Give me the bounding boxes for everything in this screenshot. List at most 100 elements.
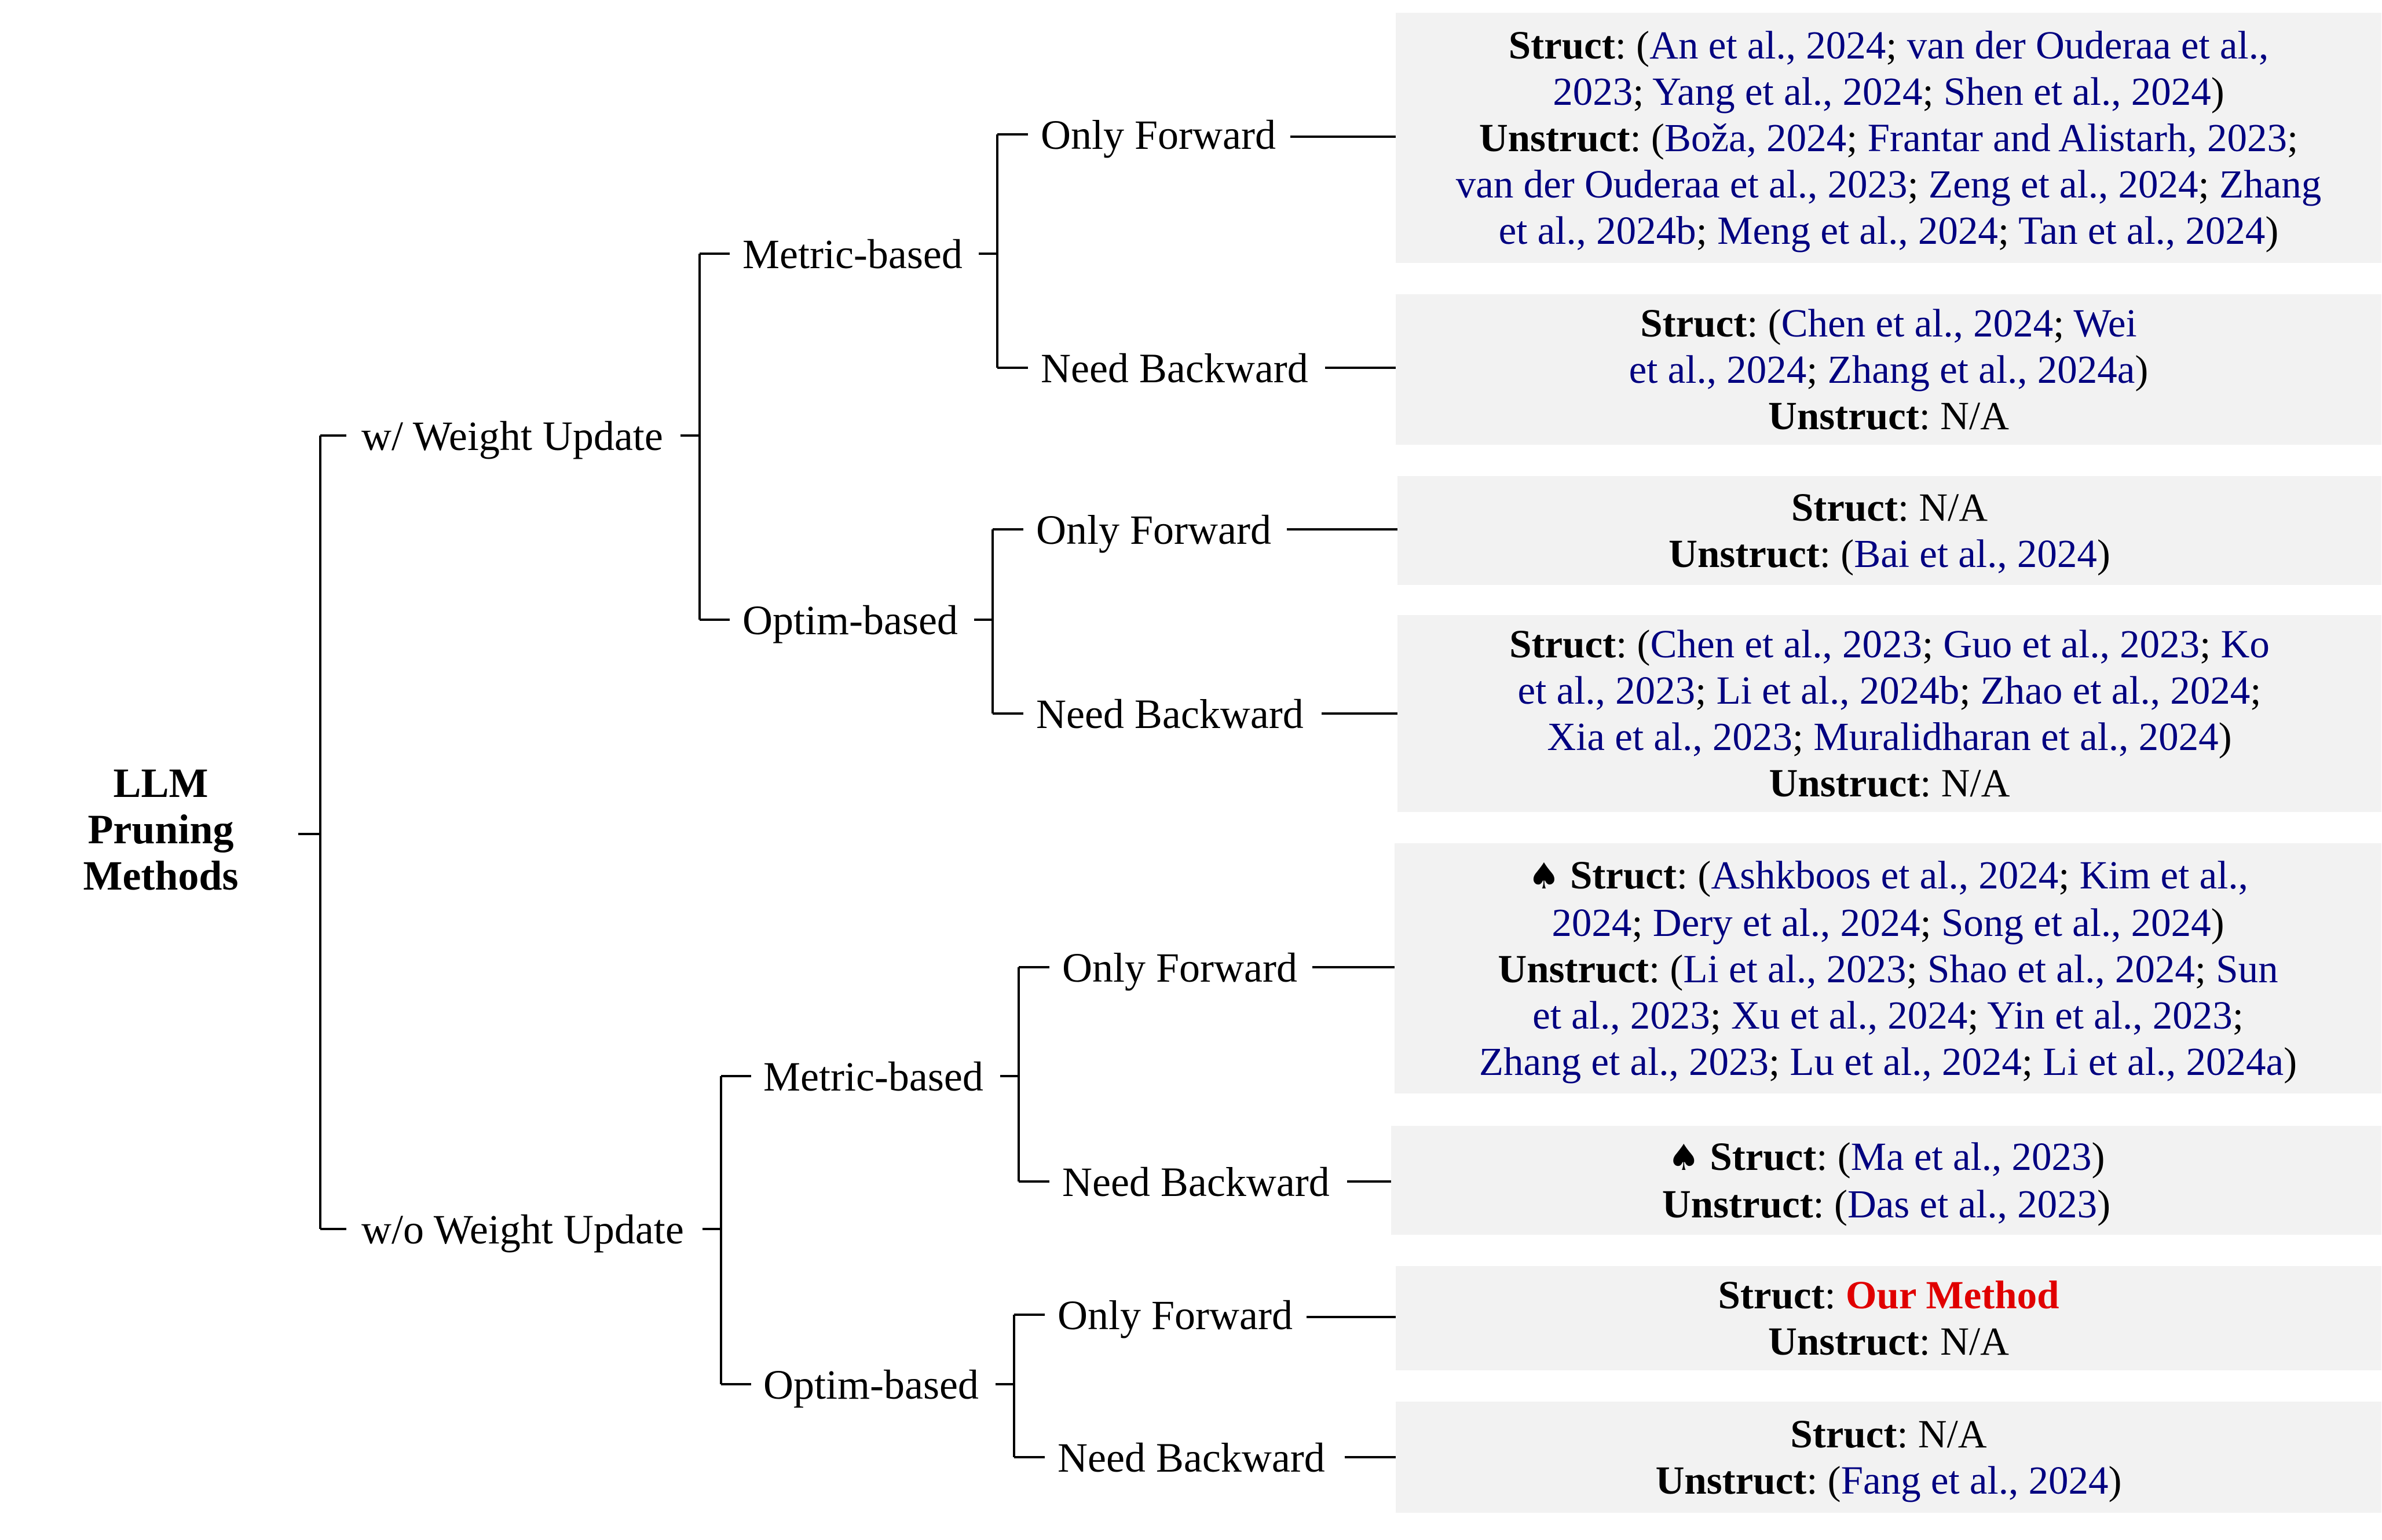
citation-link[interactable]: Yang et al., 2024 [1652,69,1923,114]
node-only-forward: Only Forward [1036,507,1271,553]
citation-link[interactable]: Tan et al., 2024 [2018,208,2266,253]
citation-link[interactable]: Ma et al., 2023 [1850,1135,2092,1179]
node-need-backward: Need Backward [1036,691,1304,737]
separator-text: : N/A [1919,394,2009,438]
root-line: LLM [113,760,208,806]
citation-link[interactable]: Dery et al., 2024 [1652,901,1920,945]
citation-link[interactable]: Meng et al., 2024 [1717,208,1998,253]
leaf-text-line: Unstruct: (Fang et al., 2024) [1656,1457,2122,1504]
root-line: Pruning [87,806,234,853]
node-wo-metric-based: Metric-based [763,1054,983,1100]
separator-text: ; [1967,993,1988,1037]
leaf-text-line: 2024; Dery et al., 2024; Song et al., 20… [1552,899,2224,946]
spade-icon: ♠ [1667,1136,1700,1179]
separator-text: : ( [1616,622,1651,666]
separator-text [1700,1135,1710,1179]
citation-link[interactable]: Muralidharan et al., 2024 [1813,715,2219,759]
separator-text: ; [1695,668,1717,712]
separator-text: ) [2091,1135,2105,1179]
citation-link[interactable]: Ashkboos et al., 2024 [1711,853,2059,897]
leaf-box-w-metric-forward: Struct: (An et al., 2024; van der Oudera… [1396,13,2381,263]
leaf-text-line: Unstruct: (Das et al., 2023) [1662,1181,2110,1227]
leaf-text-line: et al., 2024b; Meng et al., 2024; Tan et… [1499,207,2279,254]
separator-text: : N/A [1919,1319,2009,1363]
citation-link[interactable]: Yin et al., 2023 [1987,993,2233,1037]
citation-link[interactable]: Song et al., 2024 [1941,901,2211,945]
separator-text: ) [2284,1040,2297,1084]
separator-text: ) [2211,69,2224,114]
citation-link[interactable]: van der Ouderaa et al., [1907,23,2269,67]
category-label: Struct [1710,1135,1817,1179]
citation-link[interactable]: Li et al., 2023 [1683,947,1907,991]
separator-text: ) [2218,715,2232,759]
separator-text: ; [2194,947,2216,991]
category-label: Unstruct [1669,532,1820,576]
citation-link[interactable]: Guo et al., 2023 [1943,622,2200,666]
citation-link[interactable]: Shao et al., 2024 [1927,947,2195,991]
node-wo-optim-based: Optim-based [763,1362,979,1408]
citation-link[interactable]: Xu et al., 2024 [1731,993,1968,1037]
citation-link[interactable]: Chen et al., 2023 [1650,622,1923,666]
separator-text: ; [1806,347,1828,392]
leaf-text-line: Struct: N/A [1791,484,1988,531]
leaf-text-line: ♠ Struct: (Ma et al., 2023) [1667,1133,2105,1181]
citation-link[interactable]: Boža, 2024 [1664,116,1847,160]
citation-link[interactable]: Li et al., 2024b [1716,668,1960,712]
node-w-optim-based: Optim-based [742,597,958,643]
citation-link[interactable]: Kim et al., [2079,853,2248,897]
citation-link[interactable]: Lu et al., 2024 [1790,1040,2022,1084]
node-only-forward: Only Forward [1062,945,1297,991]
citation-link[interactable]: Li et al., 2024a [2043,1040,2284,1084]
citation-link[interactable]: 2024 [1552,901,1632,945]
citation-link[interactable]: Zhang et al., 2024a [1827,347,2135,392]
category-label: Struct [1640,301,1747,345]
category-label: Unstruct [1662,1182,1813,1226]
citation-link[interactable]: et al., 2024 [1629,347,1807,392]
citation-link[interactable]: Bai et al., 2024 [1854,532,2097,576]
citation-link[interactable]: Sun [2216,947,2278,991]
separator-text: ; [1792,715,1814,759]
separator-text: ; [1959,668,1981,712]
citation-link[interactable]: et al., 2023 [1517,668,1696,712]
node-without-weight-update: w/o Weight Update [361,1206,684,1253]
separator-text: ; [2021,1040,2043,1084]
citation-link[interactable]: An et al., 2024 [1649,23,1886,67]
separator-text: ) [2135,347,2149,392]
citation-link[interactable]: Frantar and Alistarh, 2023 [1867,116,2287,160]
separator-text: ; [1633,69,1653,114]
leaf-text-line: et al., 2023; Xu et al., 2024; Yin et al… [1532,992,2244,1038]
citation-link[interactable]: Zeng et al., 2024 [1928,162,2198,206]
root-line: Methods [83,853,239,899]
citation-link[interactable]: Zhang et al., 2023 [1479,1040,1769,1084]
leaf-box-wo-metric-backward: ♠ Struct: (Ma et al., 2023)Unstruct: (Da… [1391,1126,2381,1235]
leaf-text-line: Struct: Our Method [1718,1272,2059,1318]
separator-text: ) [2108,1458,2122,1502]
citation-link[interactable]: 2023 [1553,69,1633,114]
citation-link[interactable]: Das et al., 2023 [1847,1182,2098,1226]
separator-text: : ( [1676,853,1711,897]
citation-link[interactable]: Zhao et al., 2024 [1980,668,2251,712]
separator-text: : N/A [1897,1412,1987,1456]
separator-text: ; [2232,993,2244,1037]
citation-link[interactable]: et al., 2024b [1498,208,1696,253]
citation-link[interactable]: Shen et al., 2024 [1943,69,2211,114]
citation-link[interactable]: Ko [2220,622,2270,666]
citation-link[interactable]: et al., 2023 [1532,993,1710,1037]
citation-link[interactable]: Xia et al., 2023 [1547,715,1792,759]
citation-link[interactable]: van der Ouderaa et al., 2023 [1455,162,1908,206]
citation-link[interactable]: Chen et al., 2024 [1781,301,2054,345]
citation-link[interactable]: Wei [2073,301,2137,345]
leaf-text-line: 2023; Yang et al., 2024; Shen et al., 20… [1553,68,2224,115]
node-only-forward: Only Forward [1041,112,1276,158]
leaf-text-line: Xia et al., 2023; Muralidharan et al., 2… [1547,714,2231,760]
leaf-text-line: Struct: (An et al., 2024; van der Oudera… [1509,22,2268,68]
separator-text: ; [1920,901,1941,945]
category-label: Struct [1569,853,1677,897]
citation-link[interactable]: Fang et al., 2024 [1841,1458,2109,1502]
citation-link[interactable]: Zhang [2219,162,2322,206]
